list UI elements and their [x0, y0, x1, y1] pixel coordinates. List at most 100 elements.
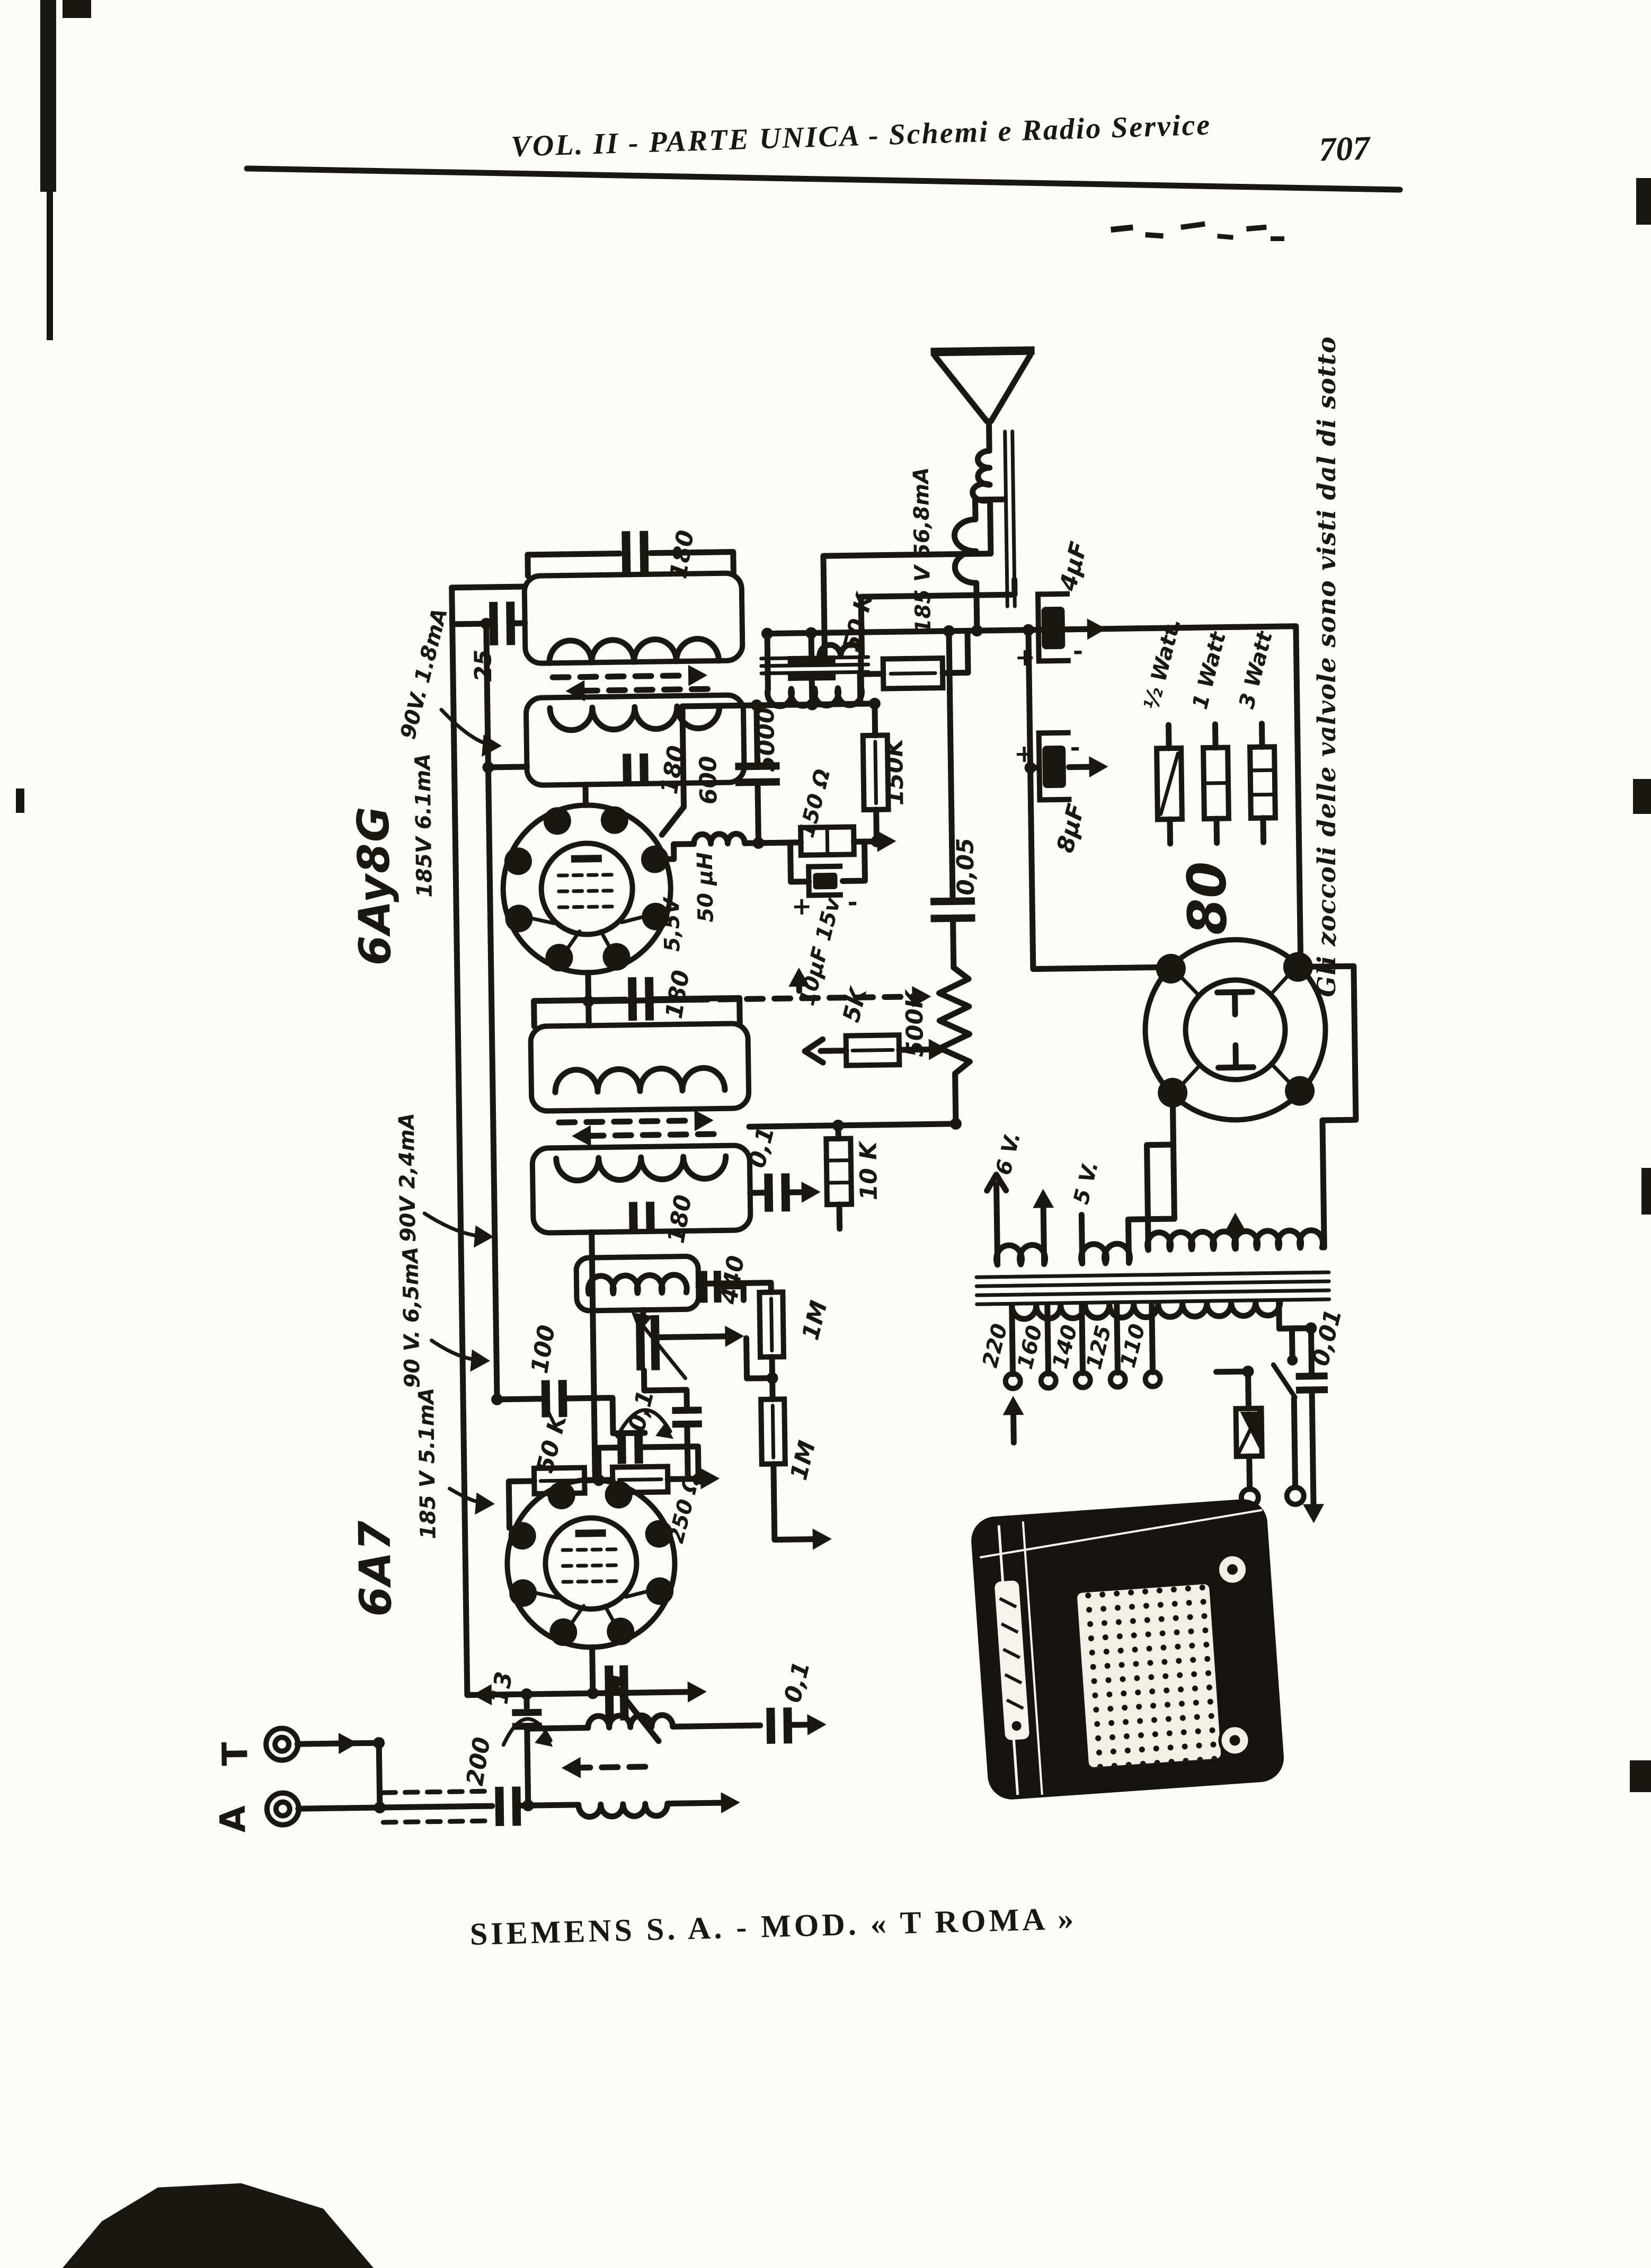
capacitor-25	[489, 601, 499, 645]
capacitor-0-1-osc	[617, 1431, 626, 1464]
scan-artifacts	[16, 0, 1651, 2268]
capacitor-label-8uf: 8µF	[1052, 801, 1090, 856]
voltage-label-5v: 5 V.	[1069, 1159, 1104, 1207]
speaker-icon	[930, 346, 1035, 608]
capacitor-label-180-c: 180	[661, 968, 695, 1021]
header-title: VOL. II - PARTE UNICA - Schemi e Radio S…	[510, 108, 1212, 163]
legend-label-3-watt: 3 Watt	[1235, 628, 1277, 711]
capacitor-0-1-if2	[764, 1173, 774, 1212]
capacitor-180-if1-bottom	[623, 753, 649, 784]
resistor-label-50k-a: 50 K	[838, 589, 878, 654]
capacitor-label-0-05: 0,05	[952, 838, 980, 896]
voltage-label-90v-1-8ma: 90V. 1.8mA	[396, 606, 452, 742]
resistor-150-ohm	[798, 824, 857, 858]
capacitor-label-180-d: 180	[663, 1193, 697, 1245]
resistor-1m-a	[757, 1289, 787, 1360]
capacitors	[489, 601, 1328, 1827]
capacitor-10uf	[787, 838, 868, 898]
capacitor-0-05	[930, 897, 975, 906]
mains-tap-160: 160	[1013, 1323, 1048, 1371]
tube-80	[1142, 937, 1328, 1123]
radio-cabinet	[971, 1499, 1284, 1800]
schematic: 6Ay8G 6A7 80 T A 25 180 180 180 180 5000…	[212, 346, 1359, 1833]
capacitor-200	[495, 1786, 504, 1827]
field-coil	[951, 516, 980, 586]
capacitor-0-01	[1295, 1372, 1328, 1380]
capacitor-0-1-ant	[766, 1707, 776, 1744]
voltage-label-185v-6-1ma: 185V 6.1mA	[411, 753, 437, 897]
tube-label-6a7: 6A7	[350, 1519, 402, 1617]
resistor-150k	[860, 732, 891, 813]
resistor-1m-b	[758, 1396, 788, 1467]
polarity-minus-8uf: -	[1070, 733, 1080, 761]
resistor-label-1m-b: 1M	[785, 1438, 821, 1483]
mains-tap-220: 220	[978, 1321, 1013, 1370]
electrolytic-capacitors	[787, 591, 1072, 898]
wattage-legend	[1154, 721, 1278, 847]
polarity-plus-4uf: +	[1015, 643, 1035, 672]
capacitor-label-100: 100	[526, 1323, 561, 1376]
output-transformer	[759, 641, 871, 710]
resistor-label-1m-a: 1M	[797, 1298, 833, 1343]
if-transformer-2	[528, 977, 753, 1236]
capacitor-label-4uf: 4µF	[1054, 539, 1093, 594]
capacitor-label-0-1-osc: 0,1	[623, 1387, 660, 1434]
if-transformer-1	[521, 530, 747, 788]
legend-label-1-watt: 1 Watt	[1188, 628, 1231, 712]
voltage-label-185v-5-1ma: 185 V 5.1mA	[414, 1388, 441, 1539]
oscillator-coil	[573, 1253, 702, 1439]
capacitor-label-25: 25	[469, 649, 497, 682]
side-note: Gli zoccoli delle valvole sono visti dal…	[1312, 336, 1342, 997]
capacitor-label-0-1-if2: 0,1	[743, 1124, 780, 1171]
capacitor-label-5000: 5000	[752, 707, 780, 772]
resistor-label-150k: 150K	[881, 737, 909, 806]
trimmer-capacitor-13	[512, 1708, 542, 1716]
resistor-50k-a	[880, 655, 946, 692]
capacitor-label-200: 200	[461, 1735, 496, 1788]
figure-caption: SIEMENS S. A. - MOD. « T ROMA »	[469, 1901, 1077, 1952]
capacitor-600	[735, 762, 780, 770]
trimmer-capacitor-osc	[672, 1406, 702, 1414]
arrowheads	[338, 618, 1325, 1814]
polarity-plus-8uf: +	[1014, 739, 1035, 768]
terminal-label-t: T	[215, 1742, 256, 1766]
open-arrowheads	[984, 1172, 1009, 1194]
capacitor-label-600: 600	[695, 756, 722, 805]
capacitor-4uf	[1035, 591, 1071, 664]
capacitor-100	[541, 1380, 551, 1418]
voltage-label-90v-2-4ma: 90V 2,4mA	[395, 1113, 421, 1243]
mains-tap-125: 125	[1082, 1323, 1116, 1372]
capacitor-label-0-1-ant: 0,1	[779, 1659, 815, 1705]
capacitor-440	[699, 1271, 708, 1303]
page-number: 707	[1318, 129, 1372, 168]
antenna-terminals	[263, 1725, 301, 1828]
choke-label-50uh: 50 µH	[693, 852, 718, 923]
capacitor-label-13: 13	[486, 1670, 518, 1706]
terminal-label-a: A	[212, 1805, 254, 1833]
tube-label-6ay8g: 6Ay8G	[348, 805, 401, 966]
voltage-label-5-5v: 5,5V	[660, 896, 685, 952]
voltage-label-185v-56-8ma: 185 V 56,8mA	[909, 467, 936, 633]
resistor-10k	[823, 1136, 855, 1208]
capacitor-180-if2-top	[628, 977, 654, 1021]
page-header: VOL. II - PARTE UNICA - Schemi e Radio S…	[244, 108, 1403, 193]
capacitor-label-0-01: 0,01	[1307, 1306, 1347, 1369]
capacitor-180-if1-top	[622, 530, 649, 576]
resistor-5k	[843, 1032, 902, 1068]
power-transformer	[974, 1227, 1332, 1392]
mains-tap-110: 110	[1116, 1322, 1150, 1370]
coupling-arrows	[549, 672, 726, 1771]
resistor-label-5k: 5K	[838, 984, 873, 1025]
voltage-label-6v: 6 V.	[991, 1130, 1026, 1177]
tube-label-80: 80	[1176, 861, 1239, 936]
tube-6ay8g	[500, 802, 673, 976]
polarity-minus-4uf: -	[1073, 636, 1084, 665]
cabinet-dial	[995, 1580, 1029, 1740]
capacitor-180-if2-bottom	[628, 1201, 655, 1232]
pot-label-500k: 500K	[901, 989, 929, 1058]
polarity-minus-10uf: -	[847, 888, 858, 916]
choke-50uh	[691, 831, 748, 847]
resistor-label-10k: 10 K	[855, 1140, 883, 1200]
capacitor-8uf	[1036, 730, 1072, 803]
